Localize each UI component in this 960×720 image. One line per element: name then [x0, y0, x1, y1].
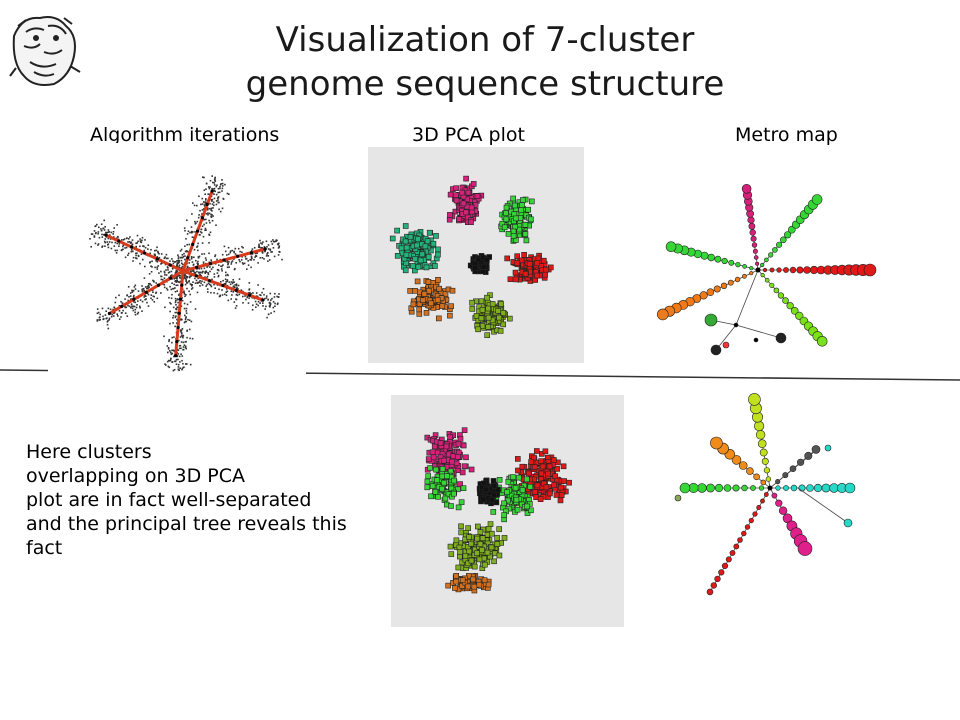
metro-map-top — [657, 184, 877, 356]
metro-map-bottom — [674, 393, 856, 596]
slide-title: Visualization of 7-cluster genome sequen… — [160, 18, 810, 106]
explanation-note: Here clusters overlapping on 3D PCA plot… — [26, 440, 396, 560]
pca-plot-bottom — [391, 395, 624, 627]
label-metro-map: Metro map — [735, 124, 838, 146]
note-line-4: and the principal tree reveals this — [26, 513, 347, 535]
note-line-1: Here clusters — [26, 441, 152, 463]
note-line-5: fact — [26, 537, 63, 559]
label-3d-pca-plot: 3D PCA plot — [412, 124, 525, 146]
pca-plot-top — [368, 147, 584, 363]
algorithm-iterations-plot — [48, 143, 306, 397]
title-line-2: genome sequence structure — [245, 64, 725, 104]
note-line-3: plot are in fact well-separated — [26, 489, 312, 511]
title-line-1: Visualization of 7-cluster — [275, 20, 695, 60]
label-algorithm-iterations: Algorithm iterations — [90, 124, 280, 146]
sketch-figure-logo-icon — [9, 16, 81, 86]
note-line-2: overlapping on 3D PCA — [26, 465, 246, 487]
